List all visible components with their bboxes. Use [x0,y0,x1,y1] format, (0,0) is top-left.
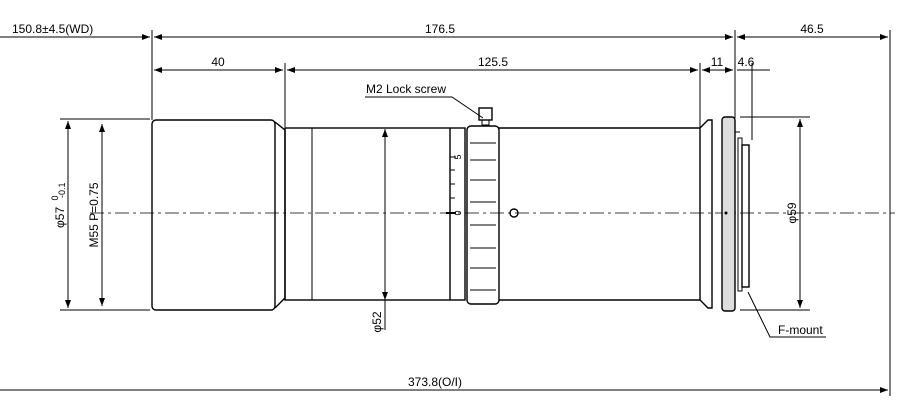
dim-body: 125.5 [478,55,508,69]
mount-ring [721,116,736,312]
focus-scale [446,156,456,214]
dim-mount-diameter: φ59 [785,202,799,223]
mount-label: F-mount [778,323,823,337]
dim-total: 176.5 [425,22,455,36]
bayonet-flange [741,144,750,288]
dimension-lines [0,34,888,393]
dim-body-diameter: φ52 [370,311,384,332]
index-mark [509,208,519,218]
ring-knurl [470,142,496,291]
dim-filter-thread: M55 P=0.75 [87,182,101,247]
lock-screw [478,107,493,121]
dim-wd: 150.8±4.5(WD) [12,22,93,36]
dim-mount: 11 [711,55,724,69]
tol-lower: -0.1 [57,182,67,198]
rear-taper [699,119,713,309]
lens-body: 5 0 [151,107,750,312]
dim-rear: 46.5 [800,22,824,36]
body-tube [284,127,466,301]
front-barrel [151,119,276,311]
dim-front-barrel: 40 [211,55,225,69]
tol-upper: 0 [50,195,60,200]
front-taper [274,121,286,309]
dim-overall: 373.8(O/I) [408,375,462,389]
lock-screw-leader [365,96,484,119]
scale-label-5: 5 [453,154,463,159]
dim-front-diameter: φ57 [53,207,67,228]
extension-lines [60,30,891,396]
mount-leader [747,291,826,338]
dim-flange: 4.6 [738,55,755,69]
lock-screw-label: M2 Lock screw [366,82,446,96]
scale-label-0: 0 [453,210,463,215]
focus-ring [466,125,500,305]
